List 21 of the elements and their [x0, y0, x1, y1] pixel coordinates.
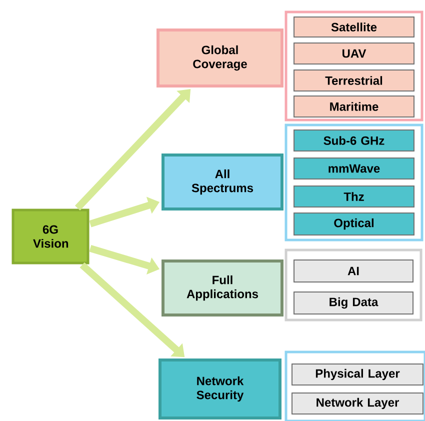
item-box: Network Layer — [292, 392, 424, 414]
item-box: Satellite — [294, 16, 414, 38]
vision-box: 6G Vision — [12, 208, 90, 264]
group-frame — [284, 248, 422, 322]
group-frame — [284, 10, 424, 122]
category-box: Network Security — [158, 358, 282, 420]
item-box: UAV — [294, 42, 414, 64]
category-box: All Spectrums — [162, 154, 284, 210]
item-box: mmWave — [294, 158, 414, 180]
category-box: Full Applications — [162, 260, 284, 316]
item-box: Thz — [294, 186, 414, 208]
item-box: Big Data — [294, 292, 414, 314]
item-box: Sub-6 GHz — [294, 130, 414, 152]
item-box: Maritime — [294, 96, 414, 118]
group-frame — [284, 350, 425, 421]
item-box: Terrestrial — [294, 70, 414, 92]
category-box: Global Coverage — [156, 28, 284, 88]
item-box: Physical Layer — [292, 364, 424, 386]
item-box: Optical — [294, 212, 414, 236]
item-box: AI — [294, 260, 414, 282]
group-frame — [284, 124, 424, 242]
